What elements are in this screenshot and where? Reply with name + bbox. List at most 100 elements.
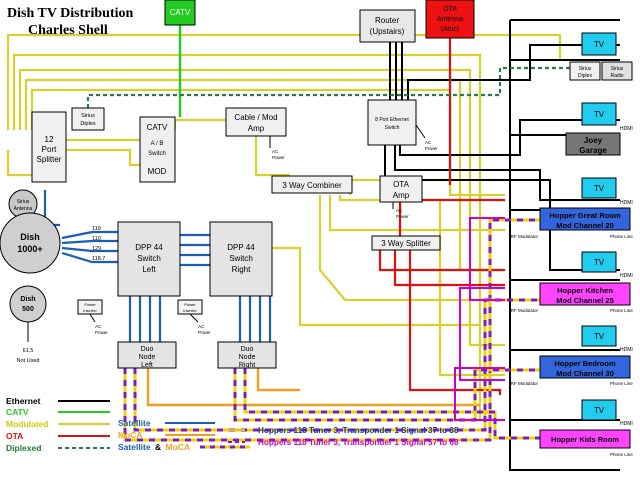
wires-hopper [454,217,505,421]
cable-mod-amp-ac-2: Power [272,155,285,160]
dish-feed-labels: 119 110 129 118.7 [92,226,105,262]
sirius-radio-label-2: Radio [610,73,623,79]
tv-4-hdmi: HDMI [620,273,633,279]
tv-3: TV HDMI [581,177,633,206]
ota-amp-label-2: Amp [393,191,410,200]
ota-amp-label-1: OTA [393,180,410,189]
joey-label-1: Joey [584,136,603,145]
duo-right-label-3: Right [239,362,255,369]
tv-2-hdmi: HDMI [620,126,633,132]
dish-500-label-2: 500 [22,306,34,313]
dpp-left-label-2: Switch [137,254,161,263]
sirius-diplex-top-label-2: Diplex [578,73,592,79]
tv-5: TV HDMI [581,325,633,353]
catv-source-label: CATV [170,8,191,17]
dpp-left-label-3: Left [142,265,156,274]
tv-1-label: TV [594,40,605,49]
router-label-2: (Upstairs) [370,27,405,36]
router-label-1: Router [375,16,399,25]
wires-moca [146,368,480,407]
router-node: Router (Upstairs) [359,9,416,43]
cable-mod-amp-label-1: Cable / Mod [234,113,277,122]
ota-amp-node: OTA Amp AC Power [379,175,423,219]
sirius-diplex-left-label-1: Sirius [81,113,95,119]
hopper-great-label-2: Mod Channel 20 [556,221,614,230]
tv-6-hdmi: HDMI [620,421,633,427]
power-inserter-left-node: Power Inserter AC Power [77,299,108,335]
legend-sm-part-a: Satellite [118,442,151,452]
tv-3-label: TV [594,184,605,193]
cable-mod-amp-node: Cable / Mod Amp AC Power [225,107,287,160]
tv-5-hdmi: HDMI [620,347,633,353]
hopper-bedroom-node: Hopper Bedroom Mod Channel 30 RF Modulat… [511,355,633,386]
hopper-kitchen-phone: Phone Line [610,308,633,313]
legend-ota-label: OTA [6,431,23,441]
hopper-bedroom-rf: RF Modulator [511,381,539,386]
hopper-kitchen-rf: RF Modulator [511,308,539,313]
power-inserter-left-ac-2: Power [95,330,108,335]
wires-modulated [6,33,562,422]
hopper-kids-phone: Phone Line [610,452,633,457]
cable-mod-amp-ac-1: AC [272,149,279,154]
legend: Ethernet CATV Modulated OTA Diplexed Sat… [6,396,459,453]
ota-antenna-label-2: Antenna [437,16,463,23]
ota-antenna-label-3: (Attic) [441,26,459,33]
ota-antenna-label-1: OTA [443,6,457,13]
dish-500-node: Dish 500 61.5 Not Used [9,285,47,364]
feed-label-118-7: 118.7 [92,256,105,262]
power-inserter-right-ac-2: Power [198,330,211,335]
wires-satellite-moca [123,218,540,442]
hopper-kids-room-node: Hopper Kids Room Phone Line [539,429,633,457]
legend-satellite-label: Satellite [118,418,151,428]
hopper-bedroom-label-2: Mod Channel 30 [556,369,614,378]
wires-diplexed [86,66,570,108]
duo-left-label-3: Left [141,362,153,369]
sirius-radio-label-1: Sirius [611,66,624,72]
dpp-right-label-1: DPP 44 [227,243,255,252]
wires-satellite [43,190,272,345]
hopper-kitchen-label-2: Mod Channel 25 [556,296,614,305]
feed-label-129: 129 [92,246,101,252]
hopper-great-phone: Phone Line [610,234,633,239]
legend-diplexed-label: Diplexed [6,443,41,453]
sirius-diplex-left-label-2: Diplex [80,121,96,127]
feed-label-110: 110 [92,236,101,242]
legend-satellite-moca-label: Satellite & MoCA [118,442,190,452]
hopper-great-rf: RF Modulator [511,234,539,239]
hopper-bedroom-phone: Phone Line [610,381,633,386]
power-inserter-left-label-1: Power [84,302,96,307]
combiner-label: 3 Way Combiner [282,181,342,190]
dpp-right-label-3: Right [232,265,251,274]
tv-5-label: TV [594,332,605,341]
joey-garage-node: Joey Garage [565,132,621,156]
power-inserter-right-label-2: Inserter [183,308,197,313]
legend-sm-part-and: & [155,442,161,452]
splitter3-label: 3 Way Splitter [381,239,431,248]
sirius-radio-node: Sirius Radio [601,61,633,81]
dpp-left-label-1: DPP 44 [135,243,163,252]
dish-1000-node: Dish 1000+ [0,212,61,274]
tv-3-hdmi: HDMI [620,200,633,206]
power-inserter-right-label-1: Power [184,302,196,307]
dpp-right-label-2: Switch [229,254,253,263]
dpp-left-node: DPP 44 Switch Left [117,221,181,297]
ethernet-switch-ac-2: Power [425,146,438,151]
ethernet-switch-node: 8 Port Ethernet Switch AC Power [367,99,438,151]
hopper-kids-label: Hopper Kids Room [551,435,619,444]
ota-antenna-node: OTA Antenna (Attic) [425,0,475,39]
title-line1: Dish TV Distribution [7,6,134,21]
port-splitter-node: 12 Port Splitter [31,111,67,183]
power-inserter-right-node: Power Inserter AC Power [177,299,211,335]
catv-switch-label-1: CATV [147,123,168,132]
sirius-antenna-label-1: Sirius [17,199,30,205]
legend-modulated-label: Modulated [6,419,49,429]
catv-source-node: CATV [164,0,196,26]
sirius-diplex-top-node: Sirius Diplex [569,61,601,81]
ota-amp-ac-2: Power [396,214,409,219]
tv-6: TV HDMI [581,399,633,427]
legend-hoppers-line1: Hoppers 118 Tuner 3, Transponder 1 Signa… [258,426,459,435]
legend-catv-label: CATV [6,407,29,417]
diagram-title: Dish TV Distribution Charles Shell [7,6,134,38]
tv-2: TV HDMI [581,102,633,132]
